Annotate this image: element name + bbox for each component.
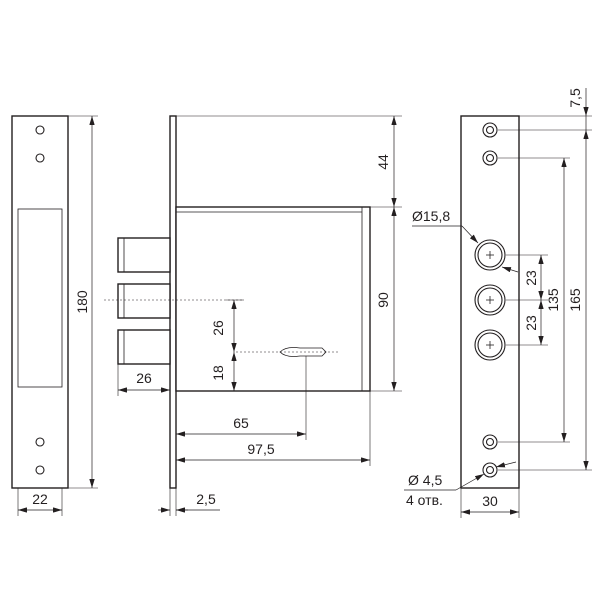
dimension-label: 4 отв. [406,492,443,508]
strike-screw-hole [35,465,45,475]
strike-screw-hole [35,125,45,135]
dimension-label: 44 [375,154,391,170]
bolt [117,237,171,273]
bolt-hole [474,329,506,361]
dimension-label: 23 [523,270,539,286]
strike-plate-slot [17,208,63,388]
bolt-hole [474,239,506,271]
faceplate-front-view: Ø15,8 23 23 135 165 7,5 Ø 4,5 4 отв. 3 [404,88,592,518]
strike-plate-outline [11,115,69,489]
dimension-label: 7,5 [567,88,583,108]
dimension-label: 18 [210,365,226,381]
dimension-label: Ø 4,5 [408,472,442,488]
dimension-label: 26 [136,370,152,386]
dimension-label: 65 [233,415,249,431]
strike-screw-hole [35,437,45,447]
faceplate [169,115,177,489]
lock-body-view: 26 18 26 65 97,5 2,5 44 90 [104,115,402,516]
dimension-label: 30 [482,493,498,509]
dimension-label: 23 [523,315,539,331]
dimension-label: 180 [74,290,90,314]
strike-screw-hole [35,153,45,163]
dimension-label: 2,5 [196,491,216,507]
bolt [117,329,171,365]
dimension-label: 26 [210,320,226,336]
dimension-label: Ø15,8 [412,208,450,224]
dimension-label: 22 [32,491,48,507]
dimension-label: 97,5 [247,441,274,457]
dimension-label: 135 [545,288,561,312]
bolt [117,283,171,319]
lock-case [175,206,371,392]
dimension-label: 165 [567,288,583,312]
dimension-label: 90 [375,292,391,308]
strike-plate-view: 180 22 [11,115,98,516]
bolt-hole [474,284,506,316]
